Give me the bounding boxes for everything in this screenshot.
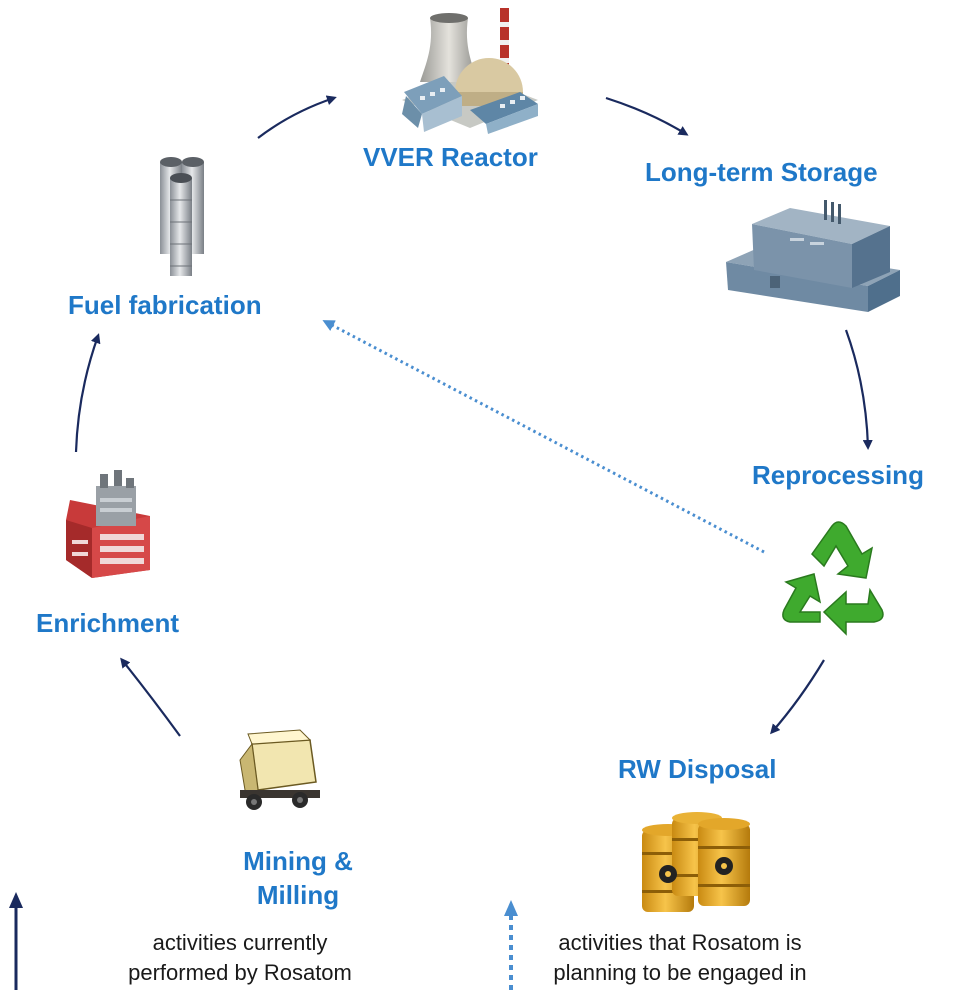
arrow-enrichment-to-fabrication (74, 333, 101, 453)
cycle-arrows (74, 95, 873, 737)
enrichment-factory-icon (66, 470, 150, 578)
legend-solid-arrow (9, 892, 23, 990)
fuel-rods-icon (160, 157, 204, 276)
legend-dotted-text: activities that Rosatom is planning to b… (530, 928, 830, 988)
arrow-reprocessing-to-fabrication-planned (322, 320, 765, 554)
legend-solid-line2: performed by Rosatom (128, 960, 352, 985)
mine-cart-icon (239, 729, 320, 810)
legend-dotted-arrow (504, 900, 518, 990)
arrow-mining-to-enrichment (120, 657, 181, 737)
arrow-reprocessing-to-disposal (770, 659, 825, 735)
label-mining-milling: Mining & Milling (210, 844, 386, 912)
label-mining-line2: Milling (256, 880, 340, 910)
recycle-icon (782, 521, 884, 636)
legend-dotted-line2: planning to be engaged in (553, 960, 807, 985)
nuclear-plant-icon (402, 8, 538, 134)
arrow-storage-to-reprocessing (844, 329, 873, 450)
radioactive-barrels-icon (642, 812, 750, 912)
label-fuel-fabrication: Fuel fabrication (68, 290, 262, 320)
legend-solid-text: activities currently performed by Rosato… (100, 928, 380, 988)
storage-building-icon (726, 200, 900, 312)
arrow-reactor-to-storage (605, 96, 689, 136)
legend-solid-line1: activities currently (152, 930, 328, 955)
label-reprocessing: Reprocessing (752, 460, 924, 490)
label-long-term-storage: Long-term Storage (645, 157, 878, 187)
arrow-fabrication-to-reactor (257, 95, 337, 139)
label-rw-disposal: RW Disposal (618, 754, 777, 784)
label-mining-line1: Mining & (243, 846, 353, 876)
label-enrichment: Enrichment (36, 608, 180, 638)
legend-dotted-line1: activities that Rosatom is (558, 930, 802, 955)
label-vver-reactor: VVER Reactor (363, 142, 538, 172)
